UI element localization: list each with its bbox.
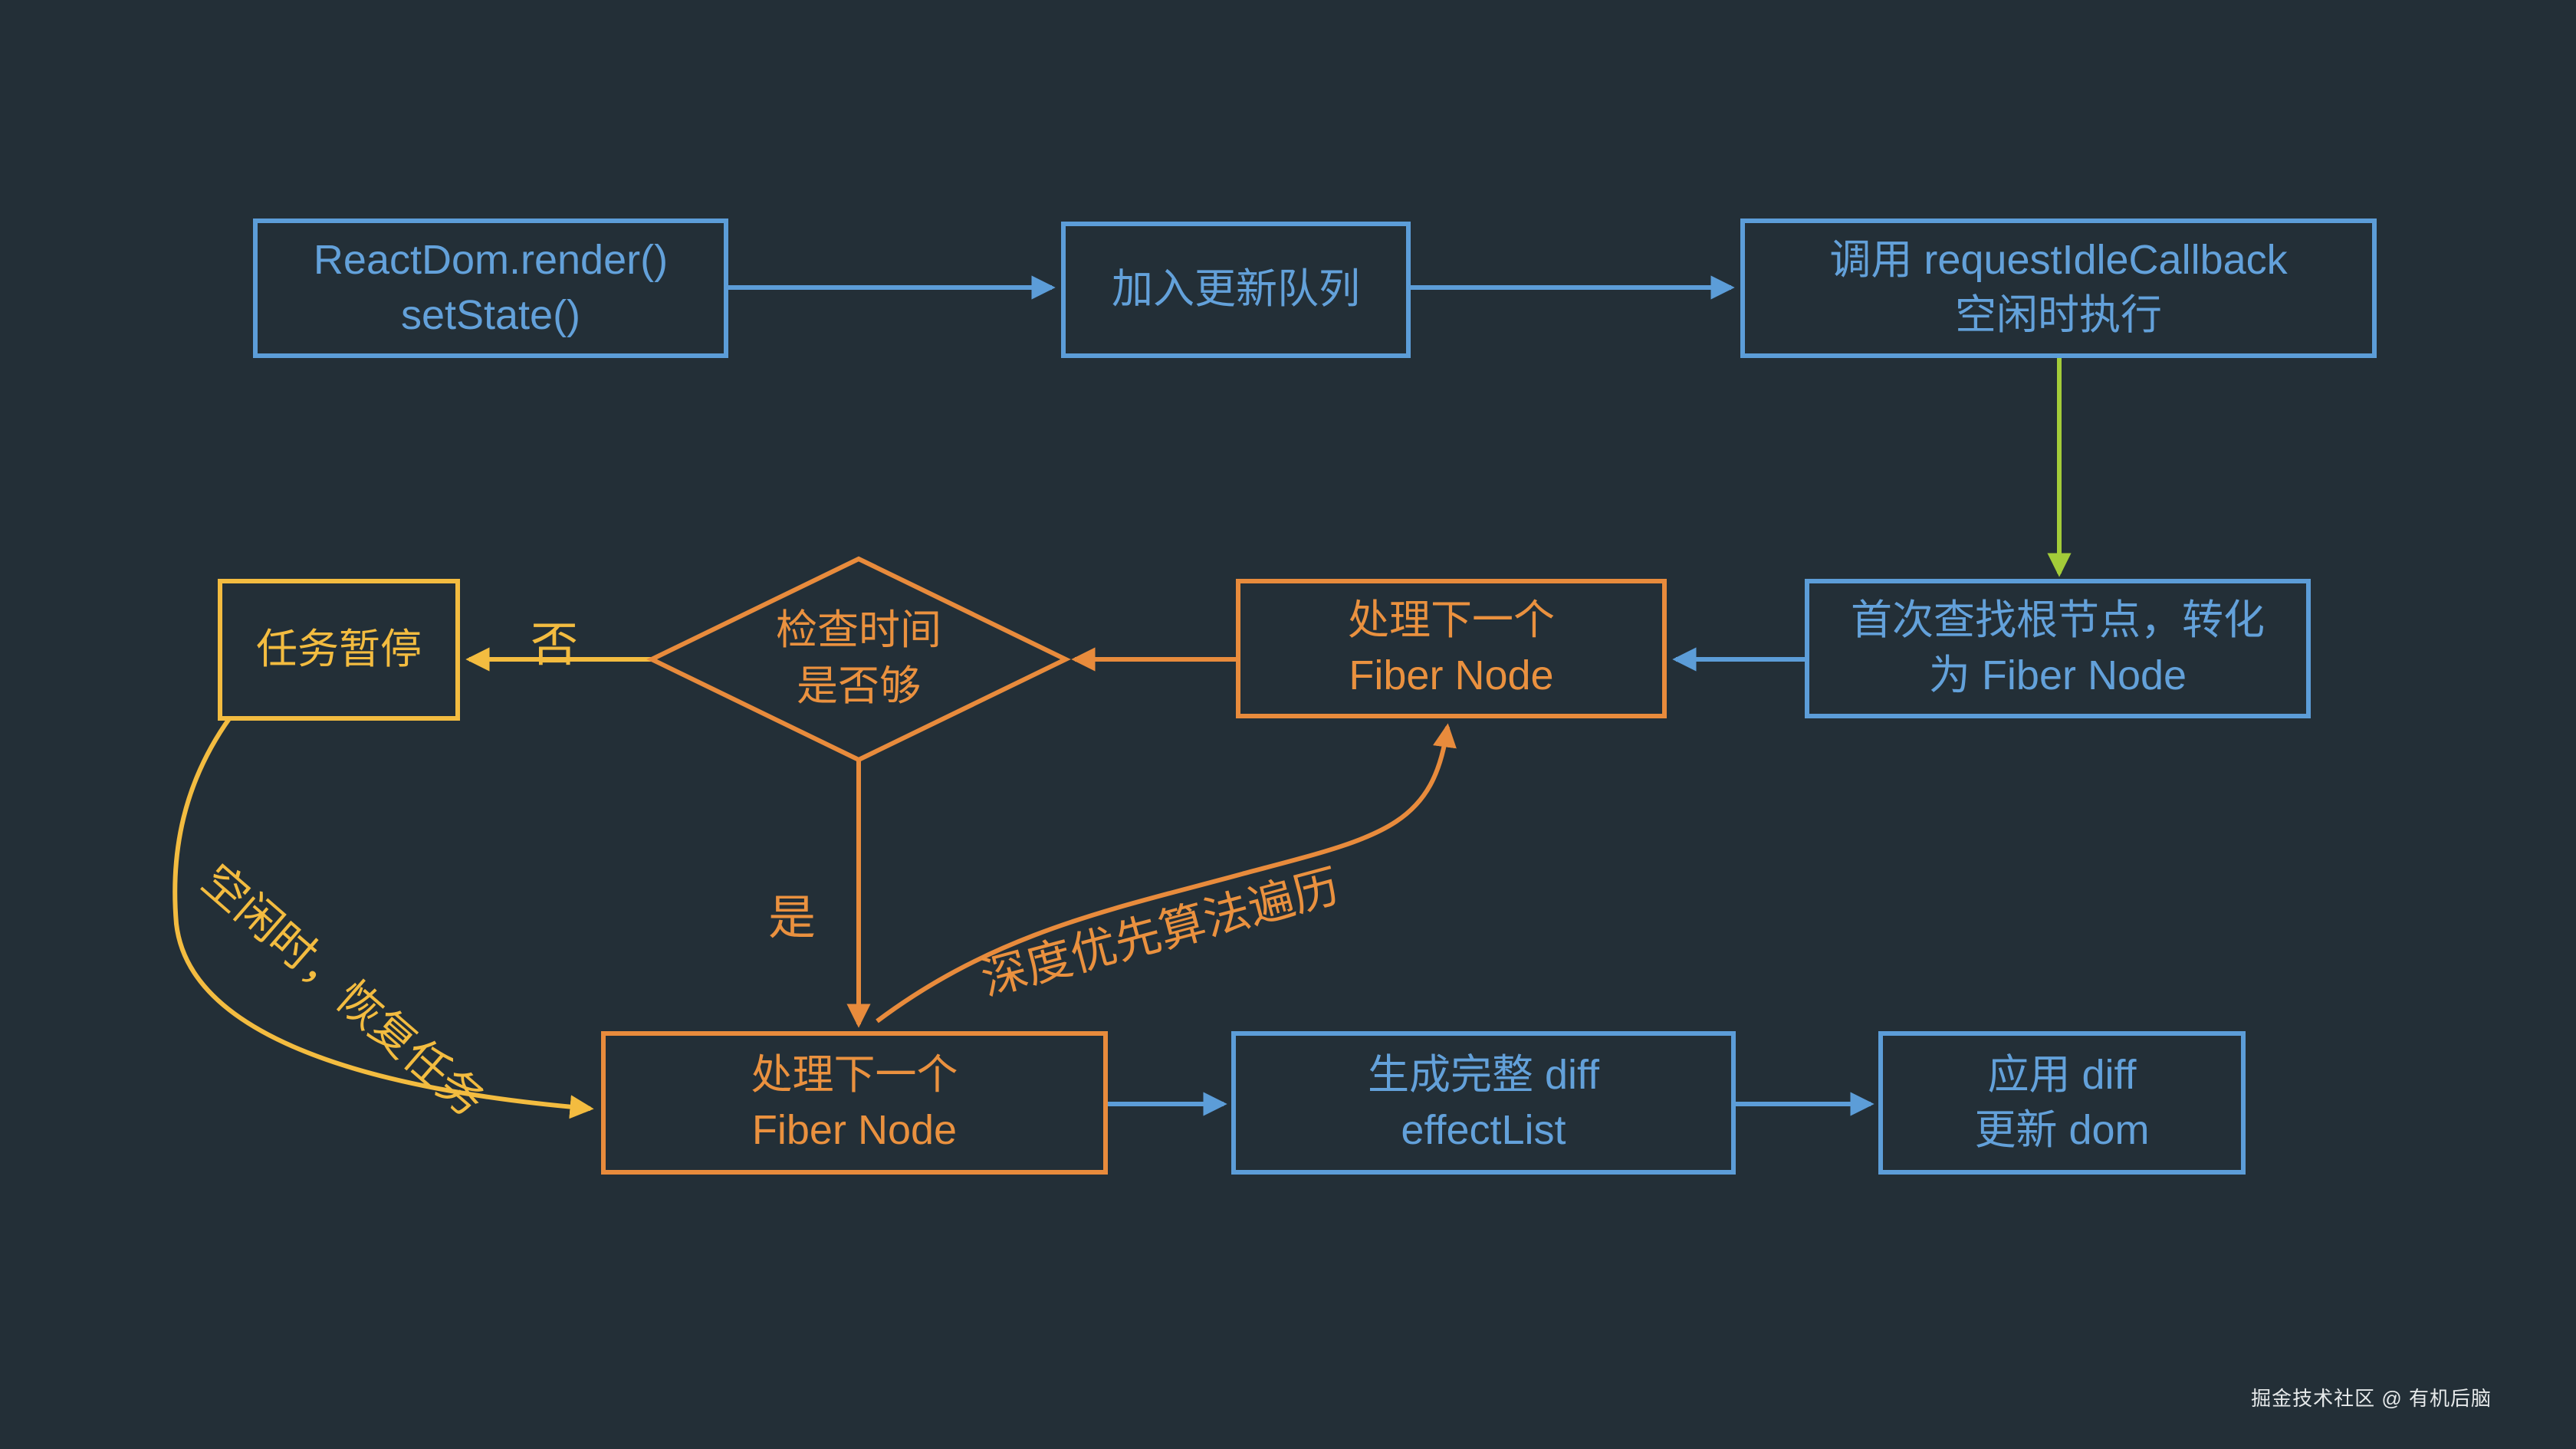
node-process-next-fiber-top-line2: Fiber Node <box>1349 652 1554 698</box>
node-find-root-line2: 为 Fiber Node <box>1928 652 2187 698</box>
node-check-time-line2: 是否够 <box>797 663 921 710</box>
node-generate-diff-line1: 生成完整 diff <box>1367 1051 1600 1098</box>
arrow-pause-resume-to-process-bottom <box>172 716 594 1119</box>
node-request-idle-callback: 调用 requestIdleCallback 空闲时执行 <box>1740 219 2377 358</box>
node-request-idle-callback-line2: 空闲时执行 <box>1955 292 2162 338</box>
node-request-idle-callback-line1: 调用 requestIdleCallback <box>1829 237 2288 284</box>
node-check-time-label: 检查时间 是否够 <box>744 603 974 715</box>
node-update-queue-line1: 加入更新队列 <box>1112 266 1360 313</box>
node-reactdom-render: ReactDom.render() setState() <box>253 219 728 358</box>
node-apply-diff-line1: 应用 diff <box>1987 1051 2137 1098</box>
node-reactdom-render-line2: setState() <box>400 292 581 338</box>
watermark: 掘金技术社区 @ 有机后脑 <box>2251 1387 2492 1410</box>
node-process-next-fiber-bottom-line1: 处理下一个 <box>751 1051 958 1098</box>
node-check-time-line1: 检查时间 <box>776 607 941 653</box>
node-find-root: 首次查找根节点，转化 为 Fiber Node <box>1805 579 2311 718</box>
node-find-root-line1: 首次查找根节点，转化 <box>1851 597 2265 644</box>
node-update-queue: 加入更新队列 <box>1061 222 1411 358</box>
edge-label-yes: 是 <box>768 892 816 945</box>
node-process-next-fiber-bottom-line2: Fiber Node <box>751 1106 958 1153</box>
node-apply-diff-line2: 更新 dom <box>1974 1106 2150 1153</box>
node-reactdom-render-line1: ReactDom.render() <box>313 237 669 284</box>
node-generate-diff-line2: effectList <box>1401 1106 1566 1153</box>
arrow-dfs-loop <box>876 723 1457 1024</box>
node-process-next-fiber-top: 处理下一个 Fiber Node <box>1236 579 1667 718</box>
node-task-pause-line1: 任务暂停 <box>256 626 422 672</box>
node-process-next-fiber-top-line1: 处理下一个 <box>1348 597 1555 644</box>
diamond-check-time-shape <box>646 556 1071 763</box>
node-process-next-fiber-bottom: 处理下一个 Fiber Node <box>601 1031 1108 1175</box>
node-task-pause: 任务暂停 <box>218 579 460 721</box>
node-apply-diff: 应用 diff 更新 dom <box>1878 1031 2246 1175</box>
edge-label-no: 否 <box>531 619 579 672</box>
node-generate-diff: 生成完整 diff effectList <box>1231 1031 1736 1175</box>
